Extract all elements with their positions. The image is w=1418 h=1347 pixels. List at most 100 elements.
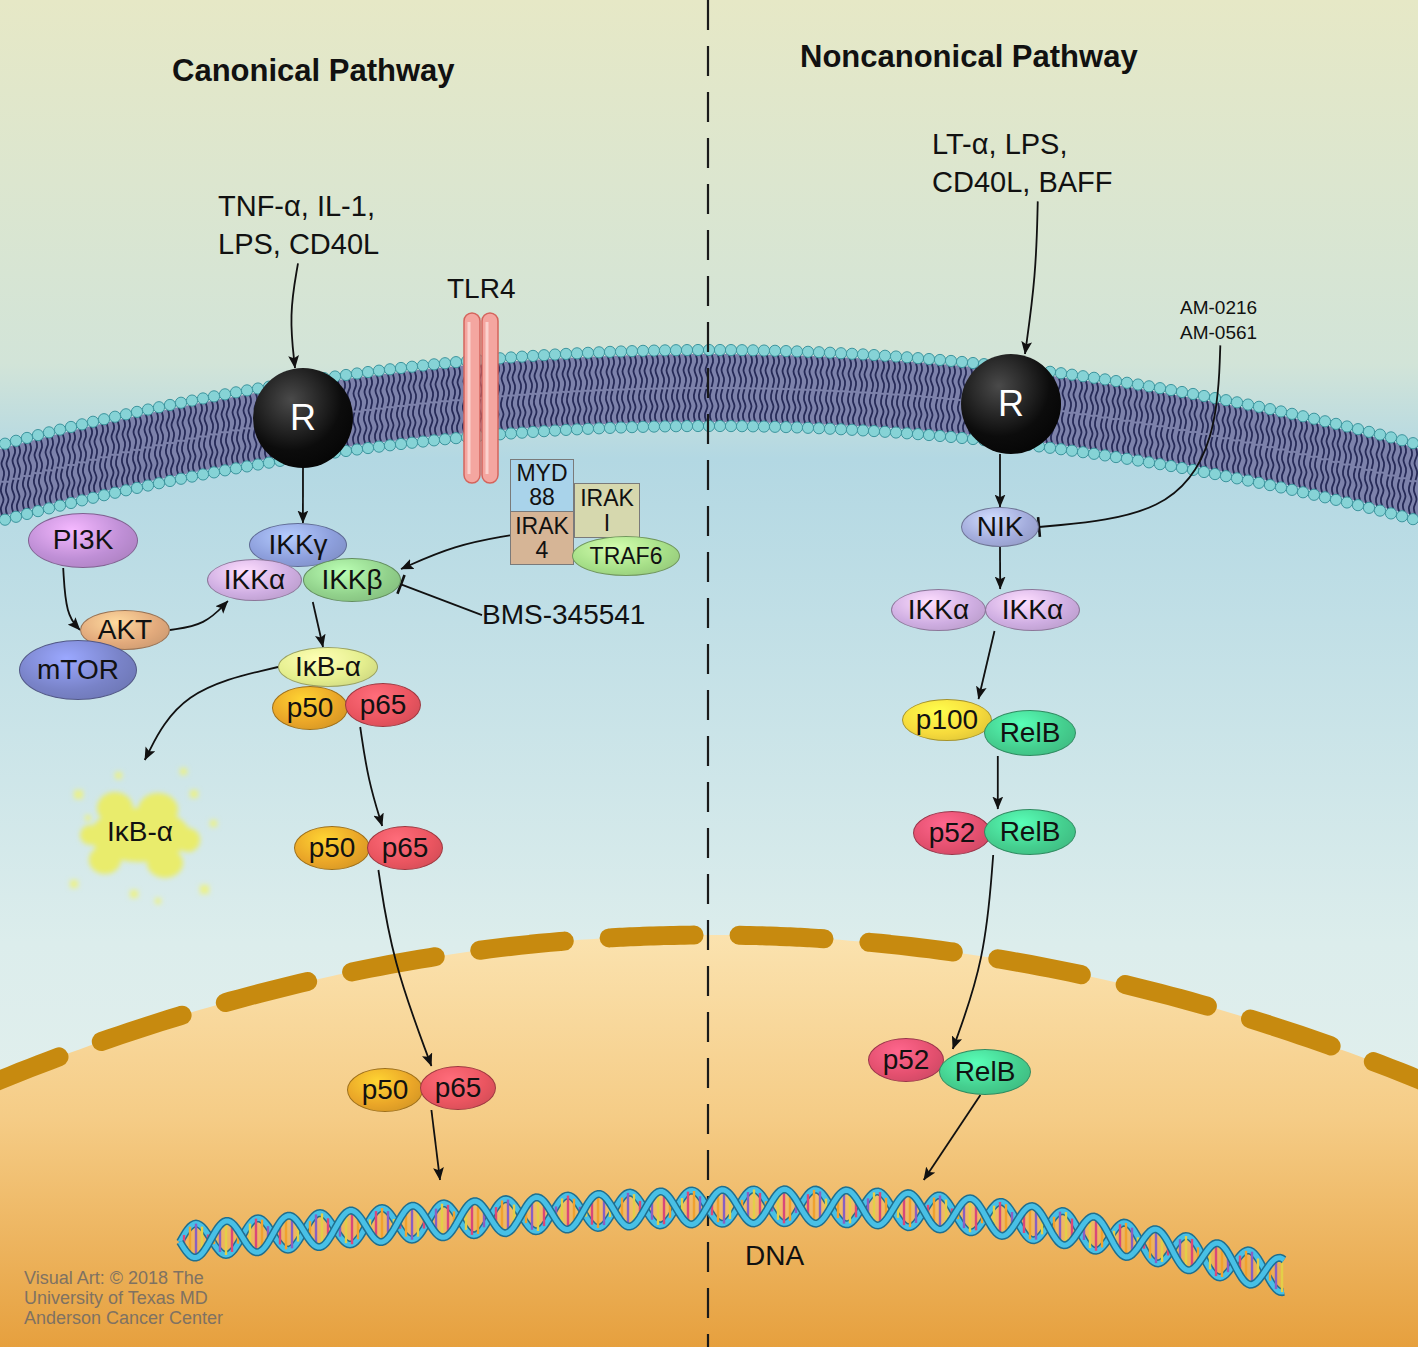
lipid-head	[1341, 497, 1352, 508]
lipid-head	[1242, 475, 1253, 486]
lipid-head	[252, 459, 263, 470]
lipid-tail	[1107, 383, 1110, 416]
lipid-tail	[67, 466, 70, 499]
lipid-head	[846, 348, 857, 359]
lipid-head	[1352, 424, 1363, 435]
lipid-tail	[743, 389, 746, 422]
lipid-tail	[827, 357, 830, 390]
lipid-tail	[843, 357, 846, 390]
lipid-tail	[200, 402, 203, 435]
lipid-head	[912, 353, 923, 364]
label-text: Noncanonical Pathway	[800, 39, 1138, 74]
lipid-tail	[1283, 415, 1286, 448]
lipid-head	[98, 414, 109, 425]
lipid-tail	[579, 357, 582, 390]
lipid-head	[593, 423, 604, 434]
lipid-head	[1374, 429, 1385, 440]
lipid-head	[120, 409, 131, 420]
lipid-head	[615, 422, 626, 433]
lipid-tail	[1333, 428, 1336, 461]
base-pair	[1251, 1252, 1253, 1285]
lipid-tail	[1183, 431, 1186, 464]
lipid-tail	[1256, 411, 1259, 444]
cloud-bit	[200, 885, 209, 894]
lipid-head	[219, 389, 230, 400]
lipid-head	[637, 345, 648, 356]
lipid-head	[1088, 448, 1099, 459]
lipid-tail	[51, 436, 54, 469]
dna-strands	[170, 1180, 1295, 1310]
base-pair	[1215, 1243, 1217, 1276]
lipid-tail	[457, 401, 460, 434]
node-text: RelB	[955, 1056, 1016, 1088]
lipid-tail	[886, 395, 889, 428]
lipid-head	[142, 404, 153, 415]
lipid-tail	[222, 398, 225, 431]
lipid-head	[527, 350, 538, 361]
protein-oval: IκB-α	[278, 647, 378, 687]
lipid-tail	[853, 393, 856, 426]
lipid-tail	[244, 394, 247, 427]
lipid-tail	[1123, 422, 1126, 455]
lipid-tail	[644, 390, 647, 423]
lipid-tail	[452, 401, 455, 434]
lipid-tail	[1310, 458, 1313, 491]
protein-oval: TRAF6	[572, 536, 680, 576]
lipid-tail	[46, 436, 49, 469]
lipid-tail	[1398, 479, 1401, 512]
lipid-tail	[386, 408, 389, 441]
lipid-tail	[523, 396, 526, 429]
lipid-tail	[128, 418, 131, 451]
text-node: AM-0216 AM-0561	[1180, 296, 1276, 345]
lipid-tail	[606, 391, 609, 424]
lipid-tail	[358, 412, 361, 445]
lipid-tail	[94, 461, 97, 494]
lipid-tail	[755, 354, 758, 387]
lipid-tail	[574, 357, 577, 390]
lipid-tail	[1409, 482, 1412, 515]
lipid-head	[65, 421, 76, 432]
node-text: IRAK 4	[513, 514, 571, 562]
lipid-tail	[1173, 394, 1176, 427]
base-pair	[1155, 1229, 1157, 1263]
cloud-blob	[147, 848, 183, 878]
lipid-tail	[931, 363, 934, 396]
lipid-tail	[210, 435, 213, 468]
copyright-note: Visual Art: © 2018 The University of Tex…	[24, 1268, 286, 1328]
lipid-tail	[1096, 382, 1099, 415]
lipid-tail	[387, 373, 390, 406]
tlr4-highlight	[468, 322, 471, 474]
lipid-tail	[1113, 385, 1116, 418]
lipid-tail	[640, 355, 643, 388]
lipid-tail	[563, 358, 566, 391]
lipid-head	[813, 423, 824, 434]
lipid-tail	[909, 361, 912, 394]
lipid-head	[153, 402, 164, 413]
lipid-tail	[408, 406, 411, 439]
lipid-tail	[1079, 415, 1082, 448]
lipid-head	[747, 421, 758, 432]
pathway-arrow	[953, 855, 993, 1049]
lipid-head	[1187, 388, 1198, 399]
lipid-head	[582, 423, 593, 434]
lipid-tail	[1189, 433, 1192, 466]
lipid-tail	[1355, 433, 1358, 466]
label-text: Canonical Pathway	[172, 53, 455, 88]
lipid-tail	[380, 410, 383, 443]
lipid-head	[1286, 484, 1297, 495]
lipid-tail	[1085, 380, 1088, 413]
lipid-head	[527, 426, 538, 437]
lipid-tail	[61, 469, 64, 502]
lipid-head	[725, 344, 736, 355]
node-text: BMS-345541	[482, 597, 645, 633]
lipid-tail	[546, 359, 549, 392]
pathway-arrow	[170, 601, 228, 630]
lipid-head	[1264, 480, 1275, 491]
protein-oval: p50	[347, 1068, 423, 1112]
lipid-tail	[864, 393, 867, 426]
lipid-tail	[226, 433, 229, 466]
lipid-tail	[623, 355, 626, 388]
lipid-tail	[1167, 429, 1170, 462]
lipid-tail	[101, 423, 104, 456]
